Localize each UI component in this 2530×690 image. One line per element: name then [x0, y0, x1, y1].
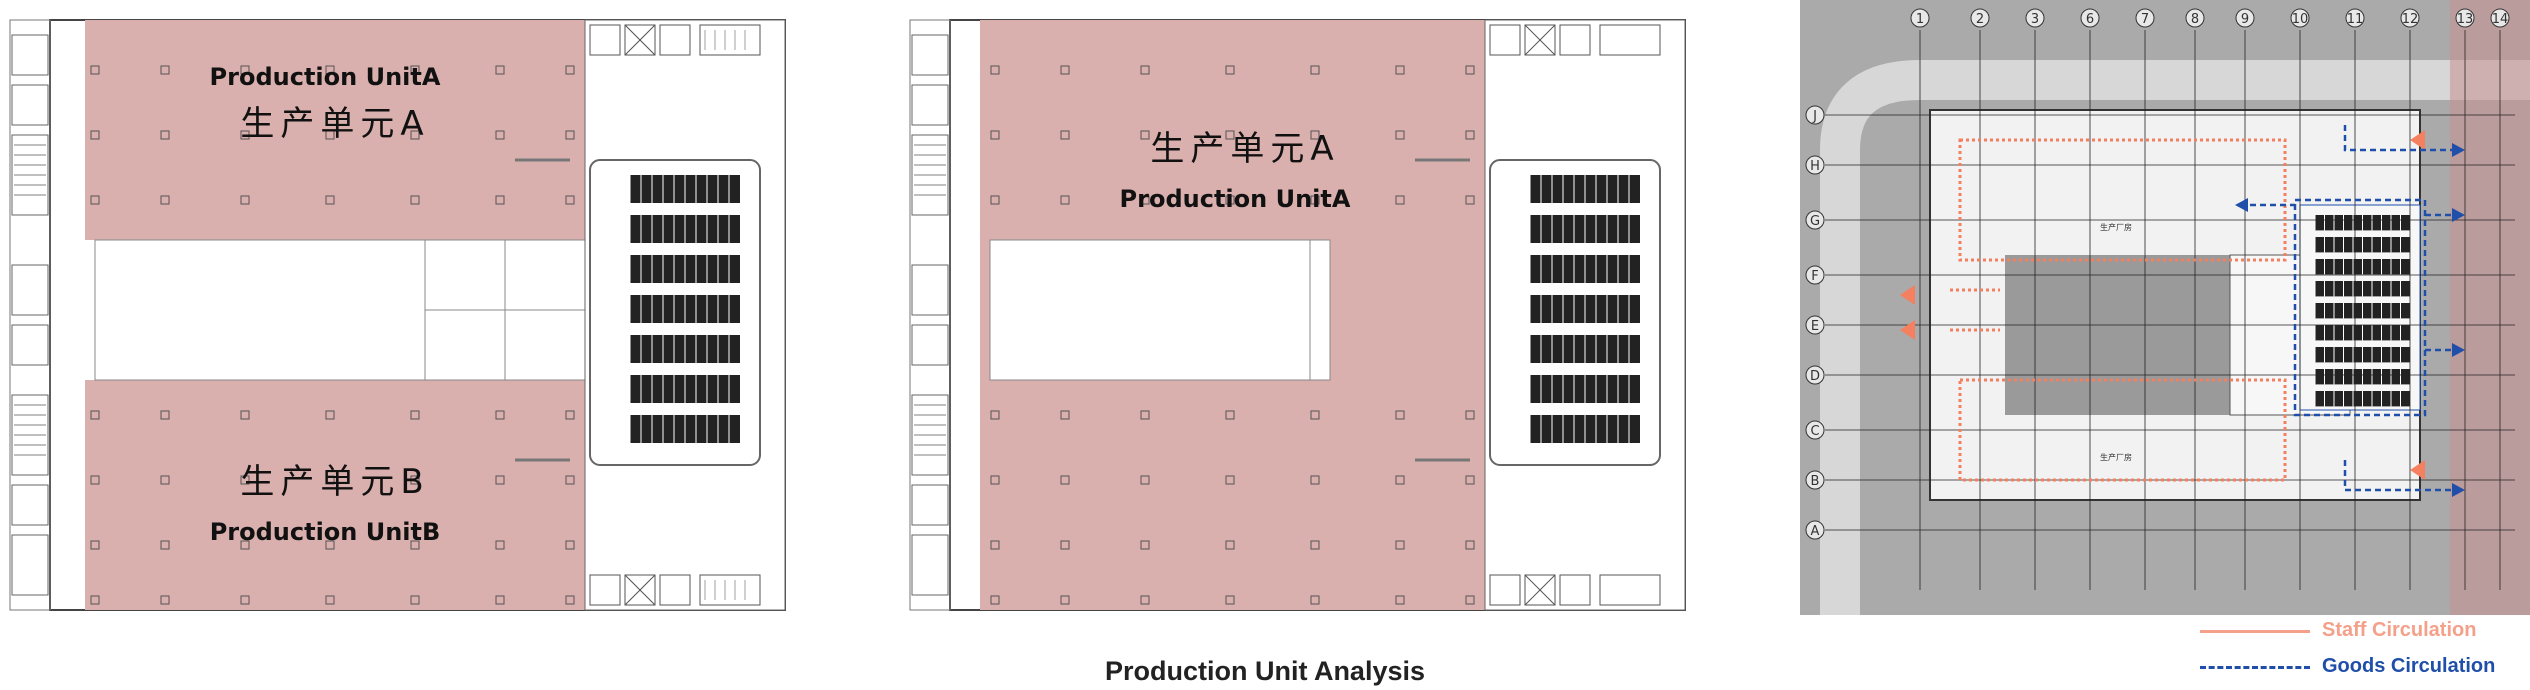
axis-marker: [2490, 8, 2510, 28]
production-unit-a-zone: [85, 20, 585, 240]
legend: Staff Circulation Goods Circulation: [2190, 616, 2530, 686]
hall-label-north: 生产厂房: [2100, 222, 2132, 232]
axis-label-top: 3: [2031, 12, 2039, 27]
axis-marker: [2080, 8, 2100, 28]
unit-a-label-en: Production UnitA: [210, 63, 441, 91]
axis-label-top: 14: [2492, 12, 2509, 27]
legend-goods: Goods Circulation: [2190, 652, 2530, 682]
axis-marker: [2025, 8, 2045, 28]
production-unit-b-zone: [85, 380, 585, 610]
hall-label-south: 生产厂房: [2100, 452, 2132, 462]
legend-staff-swatch: [2200, 630, 2310, 633]
axis-marker: [2455, 8, 2475, 28]
legend-staff-label: Staff Circulation: [2322, 619, 2477, 641]
axis-label-top: 7: [2141, 12, 2149, 27]
axis-marker: [2400, 8, 2420, 28]
axis-label-top: 6: [2086, 12, 2094, 27]
axis-label-left: H: [1810, 159, 1820, 174]
floor-plan-middle: 生产单元A Production UnitA: [909, 19, 1686, 611]
axis-marker: [2290, 8, 2310, 28]
axis-marker: [2185, 8, 2205, 28]
axis-label-top: 2: [1976, 12, 1984, 27]
axis-marker: [1970, 8, 1990, 28]
axis-label-left: C: [1810, 424, 1819, 439]
axis-label-left: E: [1811, 319, 1819, 334]
axis-label-top: 12: [2402, 12, 2419, 27]
unit-b-label-en: Production UnitB: [210, 518, 441, 546]
legend-goods-label: Goods Circulation: [2322, 655, 2496, 677]
unit-a-label-zh: 生产单元A: [240, 104, 429, 144]
legend-staff: Staff Circulation: [2190, 616, 2530, 646]
legend-goods-swatch: [2200, 666, 2310, 669]
axis-label-left: J: [1812, 109, 1817, 124]
axis-marker: [2135, 8, 2155, 28]
staff-circulation-path: [1950, 138, 2287, 482]
axis-label-left: B: [1811, 474, 1820, 489]
axis-label-left: A: [1811, 524, 1820, 539]
diagram-caption: Production Unit Analysis: [1104, 656, 1426, 686]
unit-b-label-zh: 生产单元B: [240, 462, 429, 502]
axis-label-top: 10: [2292, 12, 2309, 27]
axis-label-left: D: [1810, 369, 1820, 384]
unit-a-label-en: Production UnitA: [1120, 185, 1351, 213]
axis-label-top: 1: [1916, 12, 1924, 27]
axis-label-left: F: [1811, 269, 1818, 284]
axis-label-top: 11: [2347, 12, 2364, 27]
axis-marker: [2235, 8, 2255, 28]
axis-label-top: 9: [2241, 12, 2249, 27]
floor-plan-left: Production UnitA 生产单元A 生产单元B Production …: [9, 19, 786, 611]
axis-label-left: G: [1810, 214, 1820, 229]
axis-marker: [2345, 8, 2365, 28]
goods-circulation-path: [2240, 125, 2460, 492]
axis-label-top: 13: [2457, 12, 2474, 27]
axis-marker: [1910, 8, 1930, 28]
unit-a-label-zh: 生产单元A: [1150, 129, 1339, 169]
axis-label-top: 8: [2191, 12, 2199, 27]
